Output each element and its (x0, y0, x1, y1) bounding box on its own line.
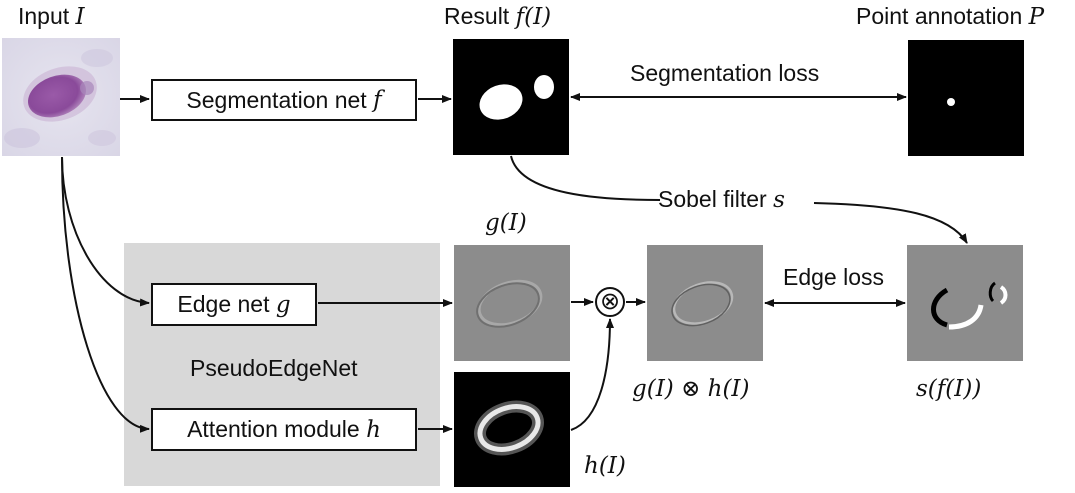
product-label: g(I) ⊗ h(I) (632, 376, 750, 402)
result-label-var: f(I) (515, 4, 552, 30)
input-label-var: I (75, 4, 85, 30)
arrow-input-to-attention (61, 156, 150, 433)
edge-loss-label: Edge loss (783, 264, 885, 290)
segmentation-net-var: f (373, 87, 382, 113)
arrow-himage-to-multiply (570, 318, 614, 431)
result-label-text: Result (444, 3, 510, 29)
multiply-symbol: ⊗ (595, 287, 625, 317)
segmentation-loss-label: Segmentation loss (630, 60, 820, 86)
segmentation-net-text: Segmentation net (186, 86, 367, 113)
point-annotation-text: Point annotation (856, 3, 1023, 29)
result-label: Result f(I) (444, 5, 551, 29)
arrow-input-to-edgenet (61, 156, 150, 307)
segmentation-net-box: Segmentation net f (151, 79, 417, 121)
input-label: Input I (18, 5, 85, 29)
input-label-text: Input (18, 3, 70, 29)
h-of-i-label: h(I) (584, 453, 626, 479)
edge-map-image (454, 245, 570, 361)
product-image (647, 245, 763, 361)
result-image (453, 39, 569, 155)
sobel-filter-var: s (773, 187, 785, 213)
attention-module-text: Attention module (187, 416, 360, 442)
attention-module-box: Attention module h (151, 408, 417, 451)
point-annotation-var: P (1028, 4, 1045, 30)
point-annotation-image (908, 40, 1024, 156)
edge-net-box: Edge net g (151, 283, 317, 326)
g-of-i-label: g(I) (485, 210, 527, 236)
s-of-f-label: s(f(I)) (916, 376, 982, 402)
arrow-sobel-filter (510, 155, 661, 201)
edge-net-text: Edge net (177, 291, 270, 317)
point-annotation-label: Point annotation P (856, 5, 1044, 29)
sobel-filter-label: Sobel filter s (654, 188, 789, 212)
attention-module-var: h (366, 416, 381, 443)
attention-map-image (454, 372, 570, 487)
pseudoedgenet-label: PseudoEdgeNet (190, 355, 358, 381)
edge-net-var: g (275, 291, 291, 318)
arrow-sobel-filter-tail (813, 202, 968, 244)
sobel-result-image (907, 245, 1023, 361)
input-image (2, 38, 120, 156)
sobel-filter-text: Sobel filter (658, 186, 767, 212)
